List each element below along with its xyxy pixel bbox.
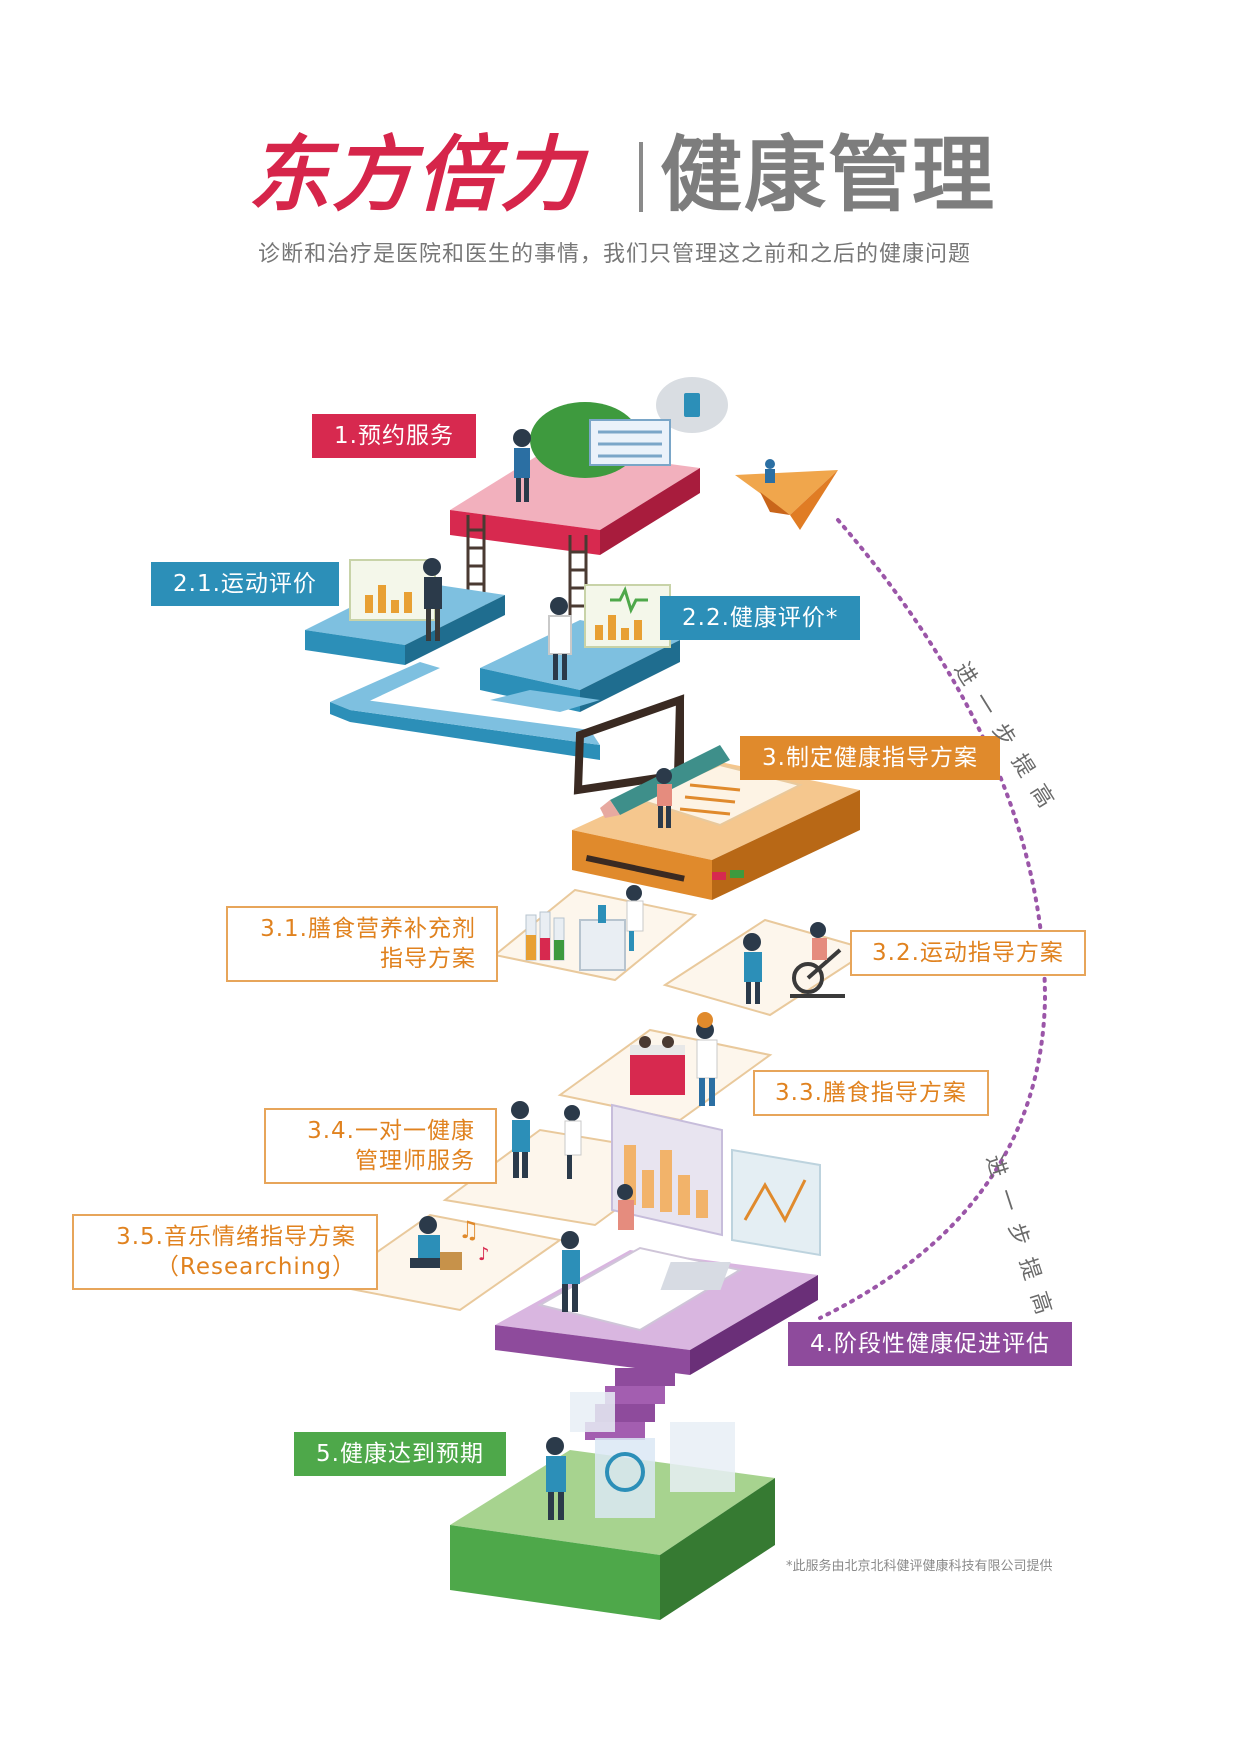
ladder-left	[466, 515, 486, 605]
dotted-cycle-arrow	[818, 518, 1048, 1320]
step5-platform	[450, 1392, 775, 1620]
stove-icon	[630, 1036, 685, 1095]
svg-text:♫: ♫	[458, 1216, 480, 1244]
microscope-icon	[598, 905, 606, 923]
step3-4-label-line2: 管理师服务	[355, 1148, 475, 1174]
step3-5-label-line2: （Researching）	[155, 1254, 356, 1280]
step2-2-label: 2.2.健康评价*	[660, 596, 861, 640]
svg-text:♪: ♪	[478, 1244, 490, 1265]
step3-2-label: 3.2.运动指导方案	[850, 930, 1086, 976]
step3-platform	[572, 694, 860, 900]
step3-1-label: 3.1.膳食营养补充剂 指导方案	[226, 906, 498, 982]
step3-4-label: 3.4.一对一健康 管理师服务	[264, 1108, 497, 1184]
step2-1-platform	[305, 558, 505, 665]
step3-1-label-line2: 指导方案	[380, 946, 476, 972]
step3-1-label-line1: 3.1.膳食营养补充剂	[260, 916, 476, 942]
step4-label: 4.阶段性健康促进评估	[788, 1322, 1072, 1366]
walkway	[330, 662, 600, 760]
step3-3-label: 3.3.膳食指导方案	[753, 1070, 989, 1116]
step3-5-label-line1: 3.5.音乐情绪指导方案	[116, 1224, 356, 1250]
step4-platform	[495, 1231, 818, 1375]
bar-chart-icon	[611, 1103, 723, 1237]
footnote: *此服务由北京北科健评健康科技有限公司提供	[786, 1559, 1053, 1574]
step1-platform	[450, 402, 700, 555]
step5-label: 5.健康达到预期	[294, 1432, 506, 1476]
body-scan-icon	[570, 1392, 735, 1518]
step3-1-tile	[492, 885, 698, 982]
step3-2-tile	[662, 918, 873, 1017]
step3-5-tile: ♫ ♪	[327, 1213, 563, 1312]
product-title: 健康管理	[660, 128, 997, 223]
heartbeat-icon	[610, 585, 648, 615]
line-chart-icon	[731, 1148, 821, 1257]
step3-5-label: 3.5.音乐情绪指导方案 （Researching）	[72, 1214, 378, 1290]
test-tube-icon	[525, 911, 565, 961]
brand-title: 东方倍力	[248, 128, 584, 223]
music-note-icon: ♫ ♪	[458, 1216, 490, 1265]
chat-bubble-icon	[656, 377, 728, 433]
step2-2-platform	[480, 584, 680, 712]
book-icon	[537, 1246, 743, 1332]
step1-label: 1.预约服务	[312, 414, 476, 458]
exercise-bike-icon	[790, 948, 845, 998]
step3-label: 3.制定健康指导方案	[740, 736, 1000, 780]
paper-plane-icon	[735, 459, 838, 530]
step3-4-label-line1: 3.4.一对一健康	[307, 1118, 475, 1144]
step3-4-tile	[442, 1101, 821, 1257]
title-divider	[639, 142, 643, 212]
step2-1-label: 2.1.运动评价	[151, 562, 339, 606]
tagline: 诊断和治疗是医院和医生的事情，我们只管理这之前和之后的健康问题	[258, 242, 972, 267]
step3-3-tile	[557, 1012, 773, 1122]
